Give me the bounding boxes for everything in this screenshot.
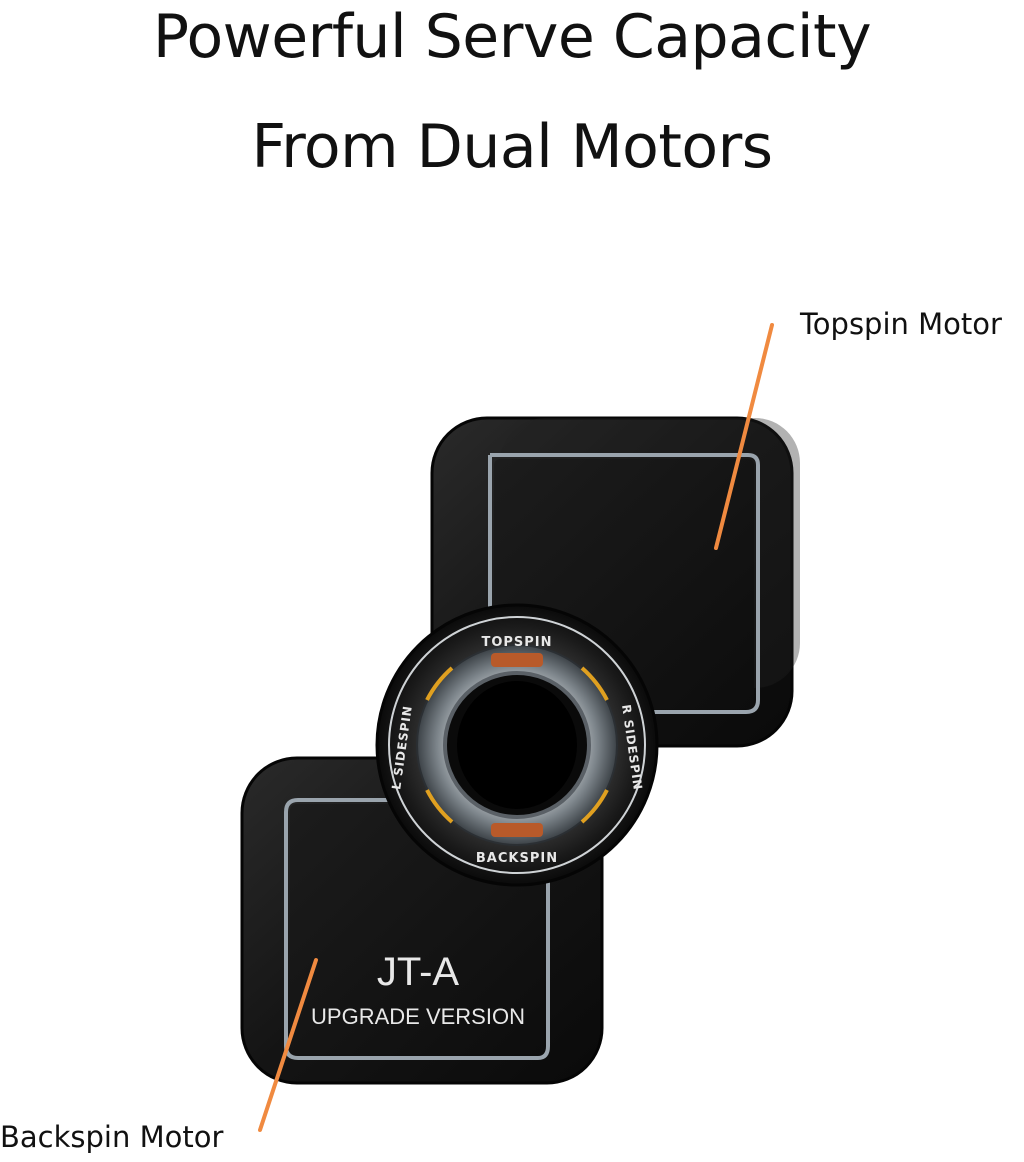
topspin-marker [491,653,543,667]
arrow-top-right [580,666,609,701]
headline-line-2: From Dual Motors [251,112,773,182]
topspin-leader-line [714,323,774,550]
arrow-top-left [425,666,454,701]
arrow-bottom-right [580,789,609,824]
arrow-bottom-left [425,789,454,824]
model-label: JT-A [377,950,460,994]
spin-selector-dial: TOPSPIN BACKSPIN L SIDESPIN R SIDESPIN [375,603,659,887]
ring-label-topspin: TOPSPIN [481,635,552,650]
backspin-marker [491,823,543,837]
backspin-leader-line [258,958,318,1132]
edition-label: UPGRADE VERSION [311,1004,525,1029]
headline-line-1: Powerful Serve Capacity [152,2,872,72]
topspin-motor-label: Topspin Motor [800,307,1002,341]
ring-label-backspin: BACKSPIN [476,851,558,866]
backspin-motor-label: Backspin Motor [0,1120,224,1154]
